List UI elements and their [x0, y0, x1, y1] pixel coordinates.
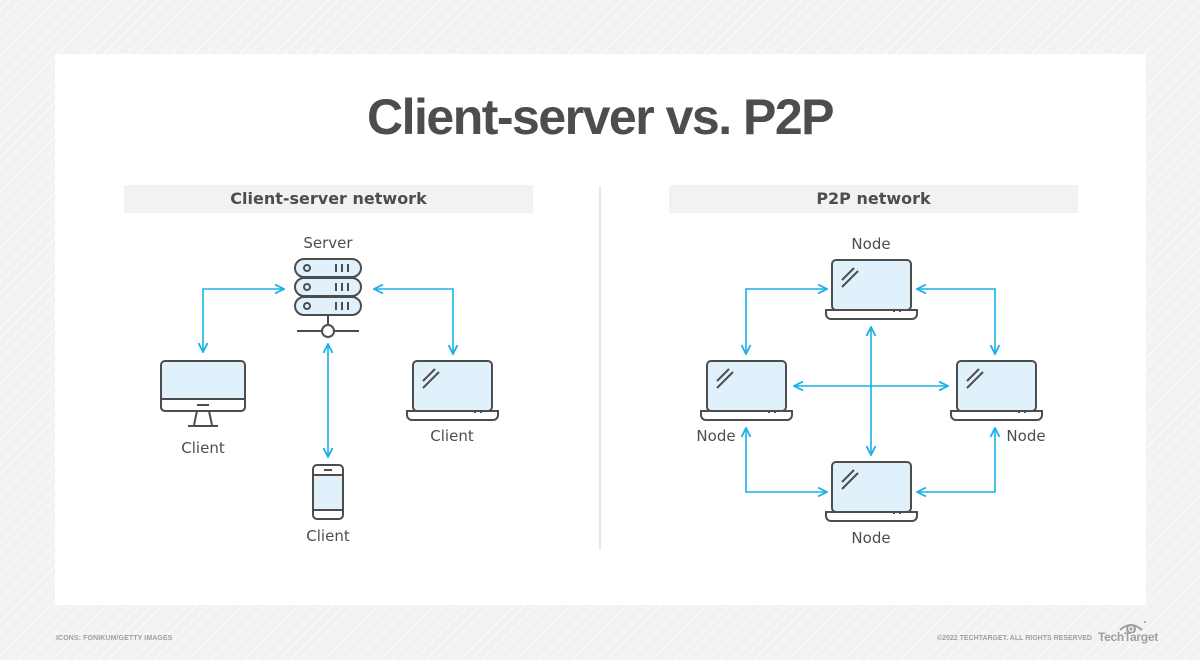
icon-credit: ICONS: FONIKUM/GETTY IMAGES [56, 635, 173, 642]
laptop-icon [825, 461, 918, 522]
node-label-top: Node [851, 235, 890, 253]
smartphone-icon [312, 464, 344, 520]
client-server-arrows [203, 289, 453, 457]
node-label-bottom: Node [851, 529, 890, 547]
client-label-laptop: Client [430, 427, 474, 445]
client-label-phone: Client [306, 527, 350, 545]
techtarget-logo: TechTarget [1098, 630, 1158, 644]
arrow-left-bottom [746, 428, 827, 492]
page-title: Client-server vs. P2P [367, 89, 835, 145]
arrow-right-bottom [917, 428, 995, 492]
arrow-top-left [746, 289, 827, 354]
arrow-top-right [917, 289, 995, 354]
server-icon [294, 258, 362, 338]
laptop-icon [700, 360, 793, 421]
p2p-header: P2P network [669, 185, 1078, 213]
p2p-arrows [746, 289, 995, 492]
arrow-server-laptop [374, 289, 453, 354]
laptop-icon [950, 360, 1043, 421]
laptop-icon [406, 360, 499, 421]
laptop-icon [825, 259, 918, 320]
node-label-right: Node [1006, 427, 1045, 445]
desktop-monitor-icon [160, 360, 246, 427]
arrow-server-desktop [203, 289, 284, 352]
server-label: Server [303, 234, 353, 252]
client-label-desktop: Client [181, 439, 225, 457]
node-label-left: Node [696, 427, 735, 445]
panel-divider [599, 186, 601, 550]
techtarget-eye-icon [1119, 621, 1146, 633]
client-server-header: Client-server network [124, 185, 533, 213]
copyright: ©2022 TECHTARGET. ALL RIGHTS RESERVED [936, 635, 1092, 642]
